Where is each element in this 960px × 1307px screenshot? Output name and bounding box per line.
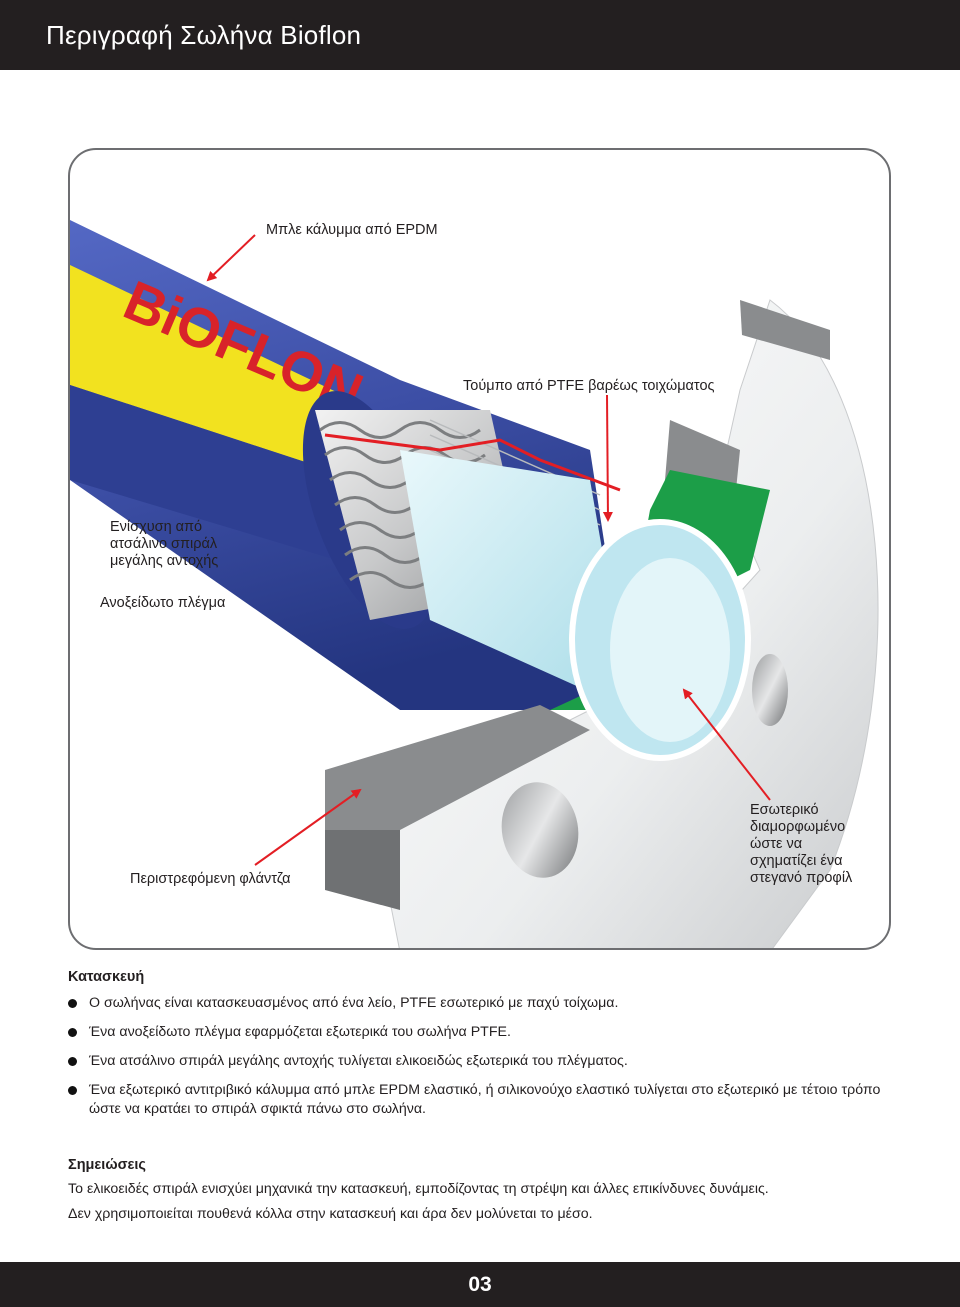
page-number: 03 (468, 1273, 492, 1296)
note-line: Το ελικοειδές σπιράλ ενισχύει μηχανικά τ… (68, 1181, 769, 1197)
footer-bar: 03 (0, 1262, 960, 1307)
callout-braid: Ανοξείδωτο πλέγμα (100, 595, 226, 611)
construction-list: Ο σωλήνας είναι κατασκευασμένος από ένα … (68, 994, 898, 1119)
construction-heading: Κατασκευή (68, 969, 145, 985)
callout-cover: Μπλε κάλυμμα από EPDM (266, 222, 438, 238)
bolt-hole (752, 654, 788, 726)
list-item: Ο σωλήνας είναι κατασκευασμένος από ένα … (68, 994, 898, 1013)
list-item: Ένα ατσάλινο σπιράλ μεγάλης αντοχής τυλί… (68, 1052, 898, 1071)
notes-section: Σημειώσεις Το ελικοειδές σπιράλ ενισχύει… (68, 1157, 898, 1224)
list-item: Ένα ανοξείδωτο πλέγμα εφαρμόζεται εξωτερ… (68, 1023, 898, 1042)
arrow-cover (206, 234, 256, 282)
callout-profile: Εσωτερικό διαμορφωμένο ώστε να σχηματίζε… (750, 802, 853, 886)
list-item: Ένα εξωτερικό αντιτριβικό κάλυμμα από μπ… (68, 1081, 898, 1119)
callout-spiral: Ενίσχυση από ατσάλινο σπιράλ μεγάλης αντ… (110, 519, 219, 569)
hose-illustration-frame: BiOFLON (68, 148, 891, 950)
notes-heading: Σημειώσεις (68, 1157, 146, 1173)
arrow-profile (682, 688, 771, 801)
bolt-hole (501, 782, 579, 878)
bullet-icon (68, 999, 77, 1008)
note-line: Δεν χρησιμοποιείται πουθενά κόλλα στην κ… (68, 1206, 593, 1222)
bullet-icon (68, 1057, 77, 1066)
bullet-icon (68, 1028, 77, 1037)
construction-section: Κατασκευή Ο σωλήνας είναι κατασκευασμένο… (68, 969, 898, 1119)
arrow-flange (254, 788, 362, 866)
callout-ptfe-tube: Τούμπο από PTFE βαρέως τοιχώματος (463, 378, 715, 394)
page-title: Περιγραφή Σωλήνα Bioflon (46, 20, 362, 50)
bullet-icon (68, 1086, 77, 1095)
hose-cutaway-illustration: BiOFLON (70, 220, 879, 948)
callout-flange: Περιστρεφόμενη φλάντζα (130, 871, 291, 887)
arrow-ptfe-tube (602, 394, 613, 522)
yellow-stripe (70, 265, 370, 480)
header-bar: Περιγραφή Σωλήνα Bioflon (0, 0, 960, 70)
